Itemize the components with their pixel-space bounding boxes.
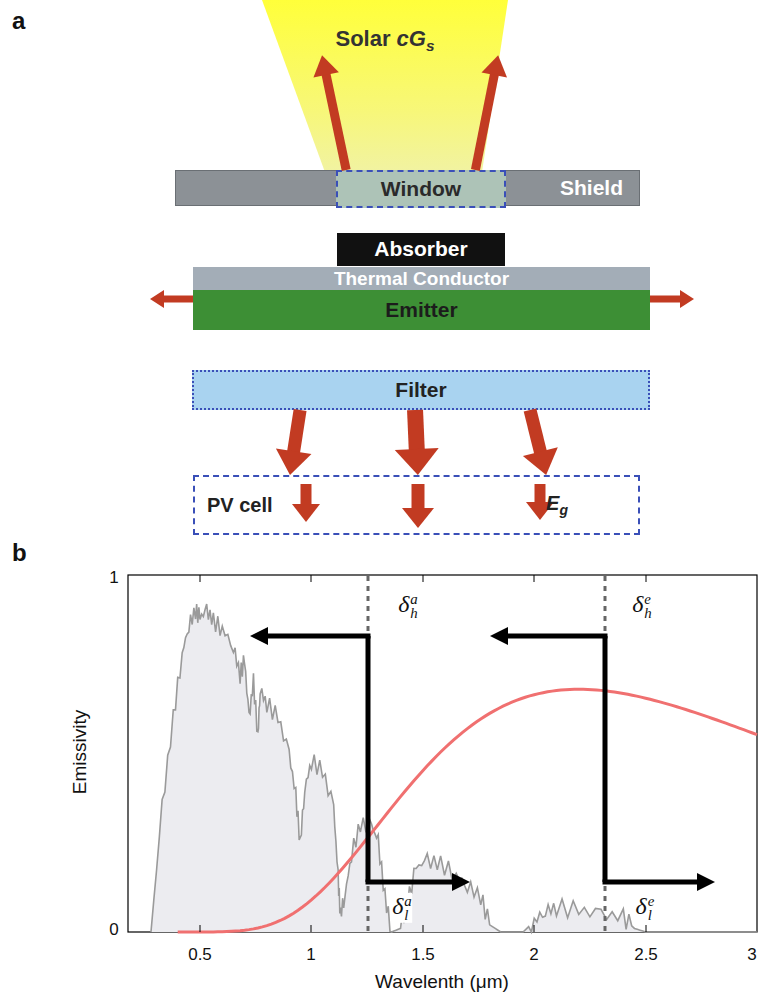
cutoff-symbol: δha [398,591,418,621]
cutoff-symbol: δla [392,893,412,923]
step-arrow-head [490,627,608,645]
photon-arrow [292,484,320,522]
plot-frame [128,575,757,932]
layer-label: Filter [395,378,446,402]
step-arrow-head [366,873,471,891]
layer-label: Thermal Conductor [334,268,509,290]
layer-box: Emitter [193,290,650,330]
tick-label: 2 [529,946,538,965]
tick [423,925,424,932]
cutoff-line [604,576,607,931]
tick [311,575,312,582]
tick [200,925,201,932]
bandgap-label: Eg [546,492,568,518]
layer-box: Absorber [337,233,505,266]
heat-loss-arrow [648,290,694,308]
layer-label: Shield [560,176,623,200]
axis-title: Wavelenth (μm) [375,972,509,993]
layer-box: Window [336,170,506,208]
layer-box: Shield Window [175,170,640,206]
layer-box: Thermal Conductor [193,267,650,291]
tick-label: 0 [109,921,118,940]
solar-spectrum [151,604,757,932]
solar-spectrum-fill [151,604,757,932]
layer-label: Solar cGs [335,26,434,55]
emitter-spectrum [178,689,757,932]
tick-label: 1 [306,946,315,965]
axis-title: Emissivity [70,710,91,794]
tick-label: 3 [747,946,756,965]
layer-label: Emitter [385,298,457,322]
panel-label: a [12,8,25,34]
tick [423,575,424,582]
tick-label: 1.5 [411,946,435,965]
emissivity-chart [128,575,757,932]
layer-label: PV cell [207,494,273,517]
step-arrow-head [250,627,371,645]
tick [200,575,201,582]
layer-label: Window [381,177,461,201]
tick [311,925,312,932]
radiation-arrow [276,410,312,475]
tick-label: 1 [109,569,118,588]
tick [646,925,647,932]
step-arrow-head [603,873,716,891]
tick [534,925,535,932]
step-filter-arrow [250,627,470,891]
tick-label: 2.5 [634,946,658,965]
photon-arrow [402,484,434,528]
layer-label: Absorber [374,237,467,261]
cutoff-line [367,576,370,931]
tick-label: 0.5 [188,946,212,965]
layer-box: PV cell Eg [193,475,640,535]
radiation-arrow [395,410,439,475]
tick [646,575,647,582]
tick [534,575,535,582]
layer-box: Filter [192,370,650,410]
panel-label: b [12,540,27,566]
heat-loss-arrow [150,290,194,308]
step-filter-arrow [490,627,715,891]
cutoff-symbol: δle [636,893,655,923]
radiation-arrow [523,410,558,475]
cutoff-symbol: δhe [632,591,652,621]
